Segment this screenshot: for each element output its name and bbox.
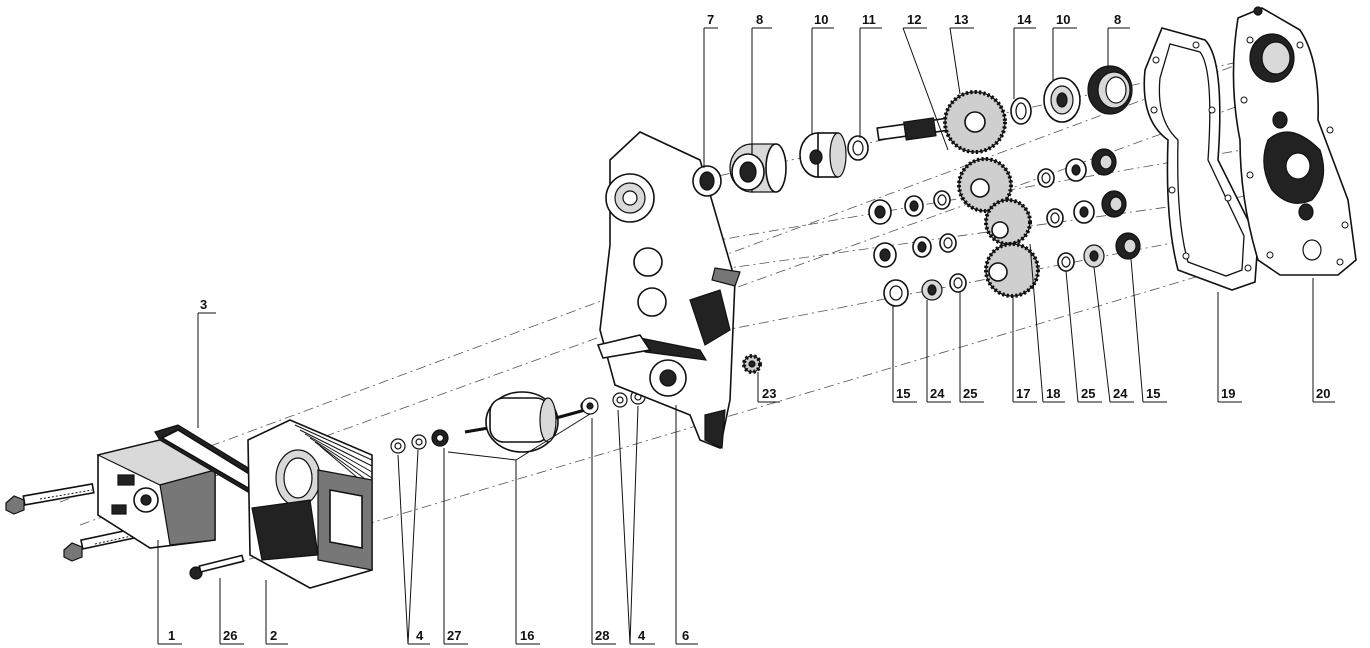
callout-10: 10 [1056,12,1070,27]
callout-28: 28 [595,628,609,643]
callout-19: 19 [1221,386,1235,401]
bushing-set-left [868,190,967,307]
callout-10: 10 [814,12,828,27]
callout-11: 11 [862,12,876,27]
callout-8: 8 [756,12,763,27]
callout-3: 3 [200,297,207,312]
callout-27: 27 [447,628,461,643]
bushing-part-28 [581,397,599,415]
callout-24: 24 [930,386,945,401]
armature-part-16 [464,391,592,453]
bushing-set-right [1037,148,1141,272]
callout-8: 8 [1114,12,1121,27]
gear-part-17 [984,242,1040,298]
ring-part-11 [847,135,869,161]
end-cover-part-1 [96,439,217,549]
bushing-part-27 [431,429,449,447]
callout-20: 20 [1316,386,1330,401]
callout-17: 17 [1016,386,1030,401]
callout-13: 13 [954,12,968,27]
callout-7: 7 [707,12,714,27]
gearbox-cover-part-20 [1232,6,1357,276]
callout-4: 4 [416,628,424,643]
bearing-part-8-left [729,143,787,193]
gear-part-18 [957,157,1032,246]
stator-core-part-2 [247,419,373,589]
callout-16: 16 [520,628,534,643]
callout-23: 23 [762,386,776,401]
callout-25: 25 [963,386,977,401]
callout-18: 18 [1046,386,1060,401]
callout-1: 1 [168,628,175,643]
pinion-part-23 [742,354,762,374]
callout-leaders [157,27,1335,645]
callout-15: 15 [1146,386,1160,401]
callout-12: 12 [907,12,921,27]
spring-clip-part-3 [154,424,269,496]
callout-26: 26 [223,628,237,643]
long-bolt-upper [5,482,95,515]
callout-14: 14 [1017,12,1032,27]
bearing-part-8-right [1087,65,1133,115]
callout-24: 24 [1113,386,1128,401]
callout-6: 6 [682,628,689,643]
washers-part-4-left [390,434,427,454]
callout-labels: 7 8 10 11 12 13 14 10 8 3 23 15 24 25 17… [168,12,1330,643]
gear-part-13 [943,90,1007,154]
bearing-part-10-left [799,132,847,178]
gasket-part-19 [1143,27,1259,291]
screw-26 [189,554,245,580]
callout-2: 2 [270,628,277,643]
callout-25: 25 [1081,386,1095,401]
gearbox-housing-part-6 [596,131,741,450]
bearing-part-10-right [1043,77,1081,123]
ring-part-14 [1010,97,1032,125]
seal-part-7 [692,165,722,197]
callout-15: 15 [896,386,910,401]
callout-4: 4 [638,628,646,643]
